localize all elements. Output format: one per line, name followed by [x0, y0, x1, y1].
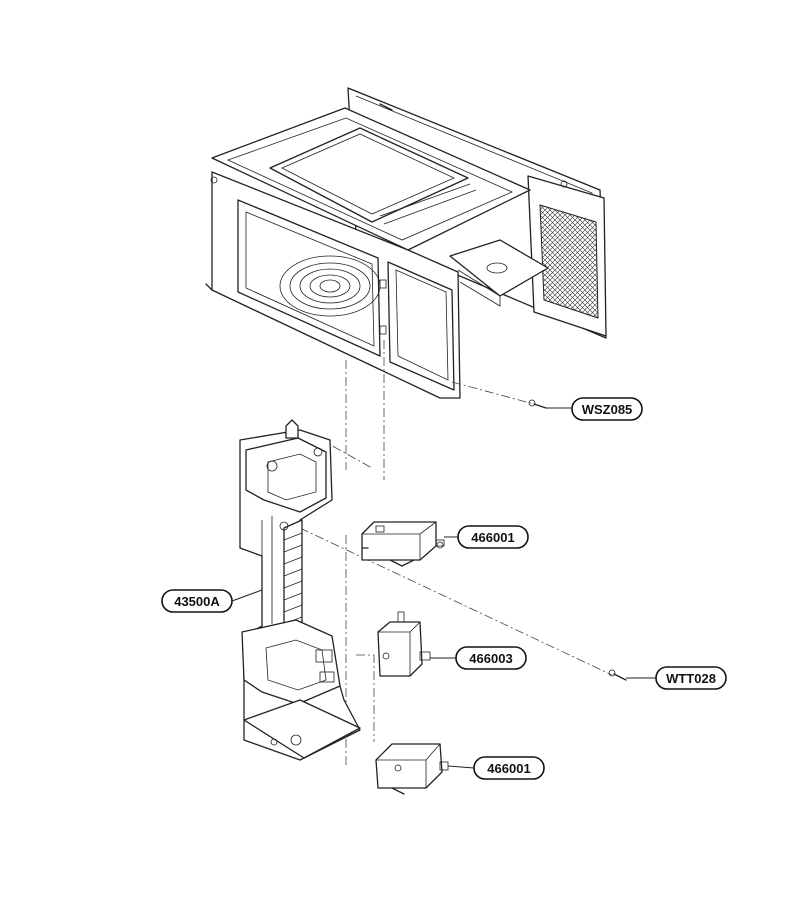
screw-wsz085: [528, 399, 547, 409]
callout-466001-upper: 466001: [457, 525, 529, 549]
callout-label-wtt028: WTT028: [666, 671, 716, 686]
callout-label-43500a: 43500A: [174, 594, 220, 609]
assembly-guide-lines: [299, 340, 613, 765]
oven-cavity-assembly: [205, 87, 607, 399]
screw-wtt028: [608, 669, 627, 681]
callout-466003: 466003: [455, 646, 527, 670]
interlock-bracket: [239, 419, 361, 761]
callout-label-wsz085: WSZ085: [582, 402, 633, 417]
callout-label-466001-upper: 466001: [471, 530, 514, 545]
switch-466001-upper: [361, 521, 445, 567]
callout-466001-lower: 466001: [473, 756, 545, 780]
callout-wtt028: WTT028: [655, 666, 727, 690]
switch-466001-lower: [375, 743, 449, 795]
switch-466003: [377, 611, 431, 677]
callout-label-466003: 466003: [469, 651, 512, 666]
callout-label-466001-lower: 466001: [487, 761, 530, 776]
callout-43500a: 43500A: [161, 589, 233, 613]
callout-wsz085: WSZ085: [571, 397, 643, 421]
leader-lines: [231, 407, 656, 769]
